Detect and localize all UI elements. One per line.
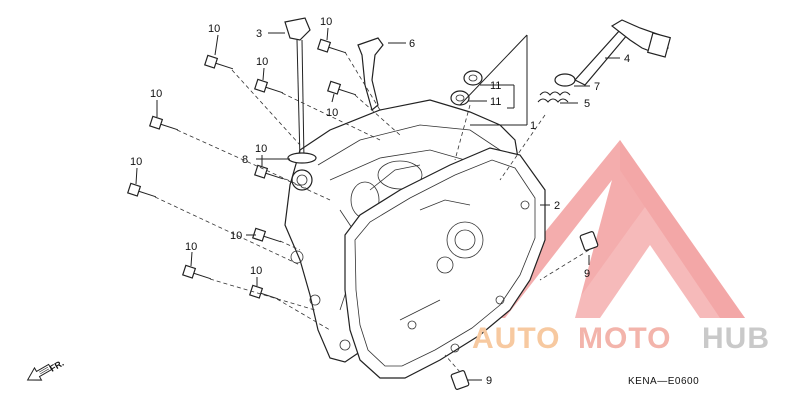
oil-seals xyxy=(450,70,483,106)
callout-label: 1 xyxy=(530,120,536,132)
callout-label: 7 xyxy=(594,81,600,93)
callout-label: 2 xyxy=(554,200,560,212)
callout-label: 10 xyxy=(256,56,268,68)
callout-label: 9 xyxy=(584,268,590,280)
front-label: FR. xyxy=(48,358,66,374)
callout-label: 10 xyxy=(255,143,267,155)
gasket xyxy=(344,147,546,379)
callout-label: 10 xyxy=(130,156,142,168)
diagram-code: KENA—E0600 xyxy=(628,376,699,387)
callout-label: 10 xyxy=(326,107,338,119)
callout-label: 5 xyxy=(584,98,590,110)
callout-label: 10 xyxy=(230,230,242,242)
collar xyxy=(554,73,576,87)
watermark-moto: MOTO xyxy=(578,322,671,355)
callout-label: 8 xyxy=(242,154,248,166)
o-ring xyxy=(287,152,317,164)
dowel-pins xyxy=(450,231,599,390)
front-direction-marker: FR. xyxy=(26,358,66,381)
callout-label: 10 xyxy=(185,241,197,253)
spring xyxy=(537,91,571,103)
callout-labels: 10 3 10 6 4 10 10 11 11 7 5 1 10 10 8 10… xyxy=(130,16,630,387)
watermark-hub: HUB xyxy=(702,322,770,355)
front-arrow-icon xyxy=(26,363,53,381)
bolts xyxy=(126,38,357,300)
callout-label: 3 xyxy=(256,28,262,40)
assembly-lines xyxy=(154,51,590,373)
shaft-assembly xyxy=(574,19,672,86)
callout-label: 11 xyxy=(490,80,501,92)
callout-label: 10 xyxy=(320,16,332,28)
callout-label: 10 xyxy=(250,265,262,277)
bracket xyxy=(357,37,384,112)
dipstick xyxy=(284,17,311,161)
callout-label: 4 xyxy=(624,53,630,65)
callout-label: 10 xyxy=(208,23,220,35)
callout-label: 6 xyxy=(409,38,415,50)
callout-label: 10 xyxy=(150,88,162,100)
callout-label: 11 xyxy=(490,96,501,108)
watermark-auto: AUTO xyxy=(472,322,560,355)
watermark-text: AUTO MOTO HUB xyxy=(472,322,770,355)
callout-label: 9 xyxy=(486,375,492,387)
leader-lines xyxy=(135,27,620,381)
